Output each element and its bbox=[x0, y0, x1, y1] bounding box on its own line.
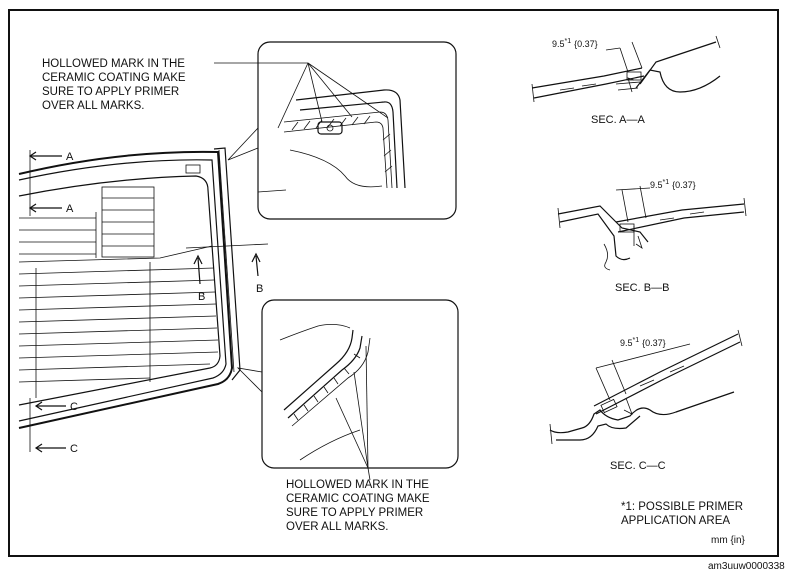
bottom-note: HOLLOWED MARK IN THE CERAMIC COATING MAK… bbox=[286, 479, 430, 533]
cut-label-b-left: B bbox=[198, 291, 205, 303]
bottom-note-line-4: OVER ALL MARKS. bbox=[286, 521, 388, 533]
bottom-note-leaders bbox=[335, 345, 371, 481]
section-a-dimension: 9.5*1{0.37} bbox=[552, 38, 598, 49]
cut-label-c-top: C bbox=[70, 401, 78, 413]
top-note: HOLLOWED MARK IN THE CERAMIC COATING MAK… bbox=[42, 58, 186, 112]
section-cut-a: A A bbox=[28, 150, 74, 216]
top-note-line-3: SURE TO APPLY PRIMER bbox=[42, 86, 179, 98]
cut-label-b-right: B bbox=[256, 283, 263, 295]
section-a-dim-value: 9.5 bbox=[552, 39, 565, 49]
defroster-grid bbox=[18, 245, 219, 398]
svg-text:9.5*1{0.37}: 9.5*1{0.37} bbox=[620, 337, 666, 348]
section-b-dim-value: 9.5 bbox=[650, 180, 663, 190]
footnote: *1: POSSIBLE PRIMER APPLICATION AREA bbox=[621, 501, 743, 527]
svg-text:9.5*1{0.37}: 9.5*1{0.37} bbox=[552, 38, 598, 49]
section-c-title: SEC. C—C bbox=[610, 460, 666, 472]
section-b-dim-inch: {0.37} bbox=[672, 180, 696, 190]
section-b-dim-mark: *1 bbox=[663, 179, 670, 186]
section-c-dim-value: 9.5 bbox=[620, 338, 633, 348]
section-c-dimension: 9.5*1{0.37} bbox=[620, 337, 666, 348]
high-mount-lamp-lines bbox=[19, 186, 155, 258]
cut-label-c-bottom: C bbox=[70, 443, 78, 455]
image-id-label: am3uuw0000338 bbox=[708, 561, 785, 572]
bottom-note-line-3: SURE TO APPLY PRIMER bbox=[286, 507, 423, 519]
section-a-title: SEC. A—A bbox=[591, 114, 645, 126]
section-c-dim-mark: *1 bbox=[633, 337, 640, 344]
section-a-dim-mark: *1 bbox=[565, 38, 572, 45]
top-note-line-4: OVER ALL MARKS. bbox=[42, 100, 144, 112]
svg-text:9.5*1{0.37}: 9.5*1{0.37} bbox=[650, 179, 696, 190]
section-b-title: SEC. B—B bbox=[615, 282, 669, 294]
cut-label-a-bottom: A bbox=[66, 203, 74, 215]
section-b-drawing bbox=[557, 185, 747, 271]
detail-callout-bottom bbox=[236, 299, 459, 469]
section-c-drawing bbox=[549, 329, 743, 445]
footnote-line-1: *1: POSSIBLE PRIMER bbox=[621, 501, 743, 513]
section-cut-b: B B bbox=[185, 243, 269, 303]
diagram-frame bbox=[8, 9, 779, 557]
section-a-dim-inch: {0.37} bbox=[574, 39, 598, 49]
top-note-line-2: CERAMIC COATING MAKE bbox=[42, 72, 186, 84]
section-cut-c: C C bbox=[29, 398, 78, 455]
bottom-note-line-2: CERAMIC COATING MAKE bbox=[286, 493, 430, 505]
bottom-note-line-1: HOLLOWED MARK IN THE bbox=[286, 479, 429, 491]
section-b-dimension: 9.5*1{0.37} bbox=[650, 179, 696, 190]
units-label: mm {in} bbox=[711, 535, 746, 546]
footnote-line-2: APPLICATION AREA bbox=[621, 515, 730, 527]
top-note-leaders bbox=[214, 62, 389, 129]
detail-callout-top bbox=[227, 41, 457, 220]
top-note-line-1: HOLLOWED MARK IN THE bbox=[42, 58, 185, 70]
rear-window-glass bbox=[18, 147, 241, 429]
section-c-dim-inch: {0.37} bbox=[642, 338, 666, 348]
section-a-drawing bbox=[531, 35, 721, 103]
cut-label-a-top: A bbox=[66, 151, 74, 163]
